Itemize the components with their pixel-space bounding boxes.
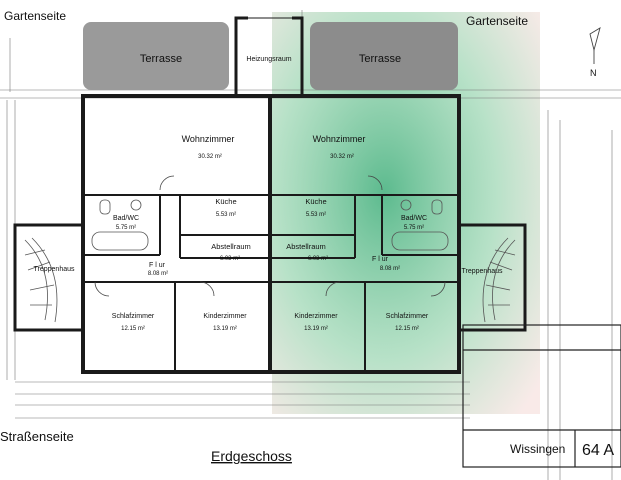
hall-right-name: F l ur [372,256,389,263]
kids-right-name: Kinderzimmer [294,313,338,320]
living-left-area: 30.32 m² [198,154,222,160]
storage-right-name: Abstellraum [286,242,326,251]
terrace-right [310,22,458,90]
title-block-number: 64 A [582,442,614,459]
corner-label-top-right: Gartenseite [466,14,528,28]
bedroom-right-name: Schlafzimmer [386,313,429,320]
living-right-name: Wohnzimmer [313,134,366,144]
hall-left-name: F l ur [149,262,166,269]
corner-label-bottom-left: Straßenseite [0,429,74,444]
storage-left-name: Abstellraum [211,242,251,251]
kitchen-left-name: Küche [215,197,236,206]
bath-fixtures [91,199,449,251]
north-mark: N [590,68,597,78]
hall-left-area: 8.08 m² [148,271,168,277]
stairs-right [482,237,516,323]
corner-label-top-left: Gartenseite [4,9,66,23]
bath-right-area: 5.75 m² [404,225,424,231]
storage-right-area: 6.03 m² [308,256,328,262]
terrace-left-label: Terrasse [140,53,182,65]
stairs-right-label: Treppenhaus [462,268,503,275]
stairs-left [24,237,58,323]
bedroom-right-area: 12.15 m² [395,326,419,332]
kitchen-right-name: Küche [305,197,326,206]
walls [13,16,527,374]
kids-left-area: 13.19 m² [213,326,237,332]
compass-icon [589,27,601,64]
stairs-left-label: Treppenhaus [34,266,75,273]
door-swings [94,175,446,297]
kids-right-area: 13.19 m² [304,326,328,332]
kitchen-left-area: 5.53 m² [216,212,236,218]
living-left-name: Wohnzimmer [182,134,235,144]
bedroom-left-name: Schlafzimmer [112,313,155,320]
kids-left-name: Kinderzimmer [203,313,247,320]
plan-title: Erdgeschoss [211,448,292,464]
title-block [462,324,621,468]
hall-right-area: 8.08 m² [380,266,400,272]
heating-room-label: Heizungsraum [246,56,291,63]
kitchen-right-area: 5.53 m² [306,212,326,218]
terrace-left [83,22,229,90]
bath-left-name: Bad/WC [113,215,139,222]
living-right-area: 30.32 m² [330,154,354,160]
bath-left-area: 5.75 m² [116,225,136,231]
bath-right-name: Bad/WC [401,215,427,222]
title-block-location: Wissingen [510,442,565,456]
terrace-right-label: Terrasse [359,53,401,65]
storage-left-area: 6.03 m² [220,256,240,262]
bedroom-left-area: 12.15 m² [121,326,145,332]
